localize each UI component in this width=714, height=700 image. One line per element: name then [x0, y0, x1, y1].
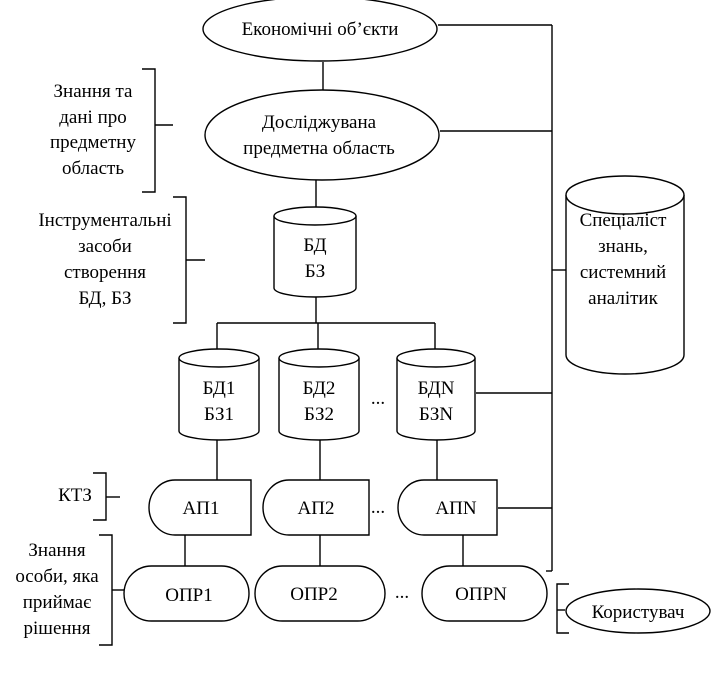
label-domain-knowledge-line4: область [62, 158, 124, 179]
ap2-label: АП2 [298, 498, 335, 519]
label-tools-line1: Інструментальні [38, 210, 171, 231]
apn-label: АПN [435, 498, 476, 519]
bracket-ktz [93, 472, 120, 521]
label-decision-maker-line4: рішення [24, 618, 91, 639]
opr1-block: ОПР1 [123, 565, 250, 622]
label-tools-line4: БД, БЗ [78, 288, 131, 309]
database-main: БД БЗ [273, 206, 357, 298]
apn-block: АПN [397, 479, 498, 536]
database-2-label-line2: БЗ2 [304, 404, 334, 425]
bracket-domain-knowledge [142, 68, 173, 193]
specialist-label-line3: системний [580, 262, 666, 283]
oprn-label: ОПРN [455, 584, 507, 605]
specialist-label-line2: знань, [598, 236, 648, 257]
database-n-label-line2: БЗN [419, 404, 453, 425]
database-1-label-line1: БД1 [203, 378, 236, 399]
label-tools: Інструментальні засоби створення БД, БЗ [38, 210, 171, 309]
economic-objects-node: Економічні об’єкти [202, 0, 438, 62]
specialist-label-line1: Спеціаліст [580, 210, 668, 231]
label-decision-maker-line1: Знання [28, 540, 85, 561]
opr2-label: ОПР2 [290, 584, 338, 605]
ellipsis-databases: ... [371, 388, 385, 409]
label-domain-knowledge: Знання та дані про предметну область [50, 81, 136, 179]
economic-objects-label: Економічні об’єкти [242, 19, 399, 40]
ap1-block: АП1 [148, 479, 252, 536]
specialist-node: Спеціаліст знань, системний аналітик [565, 175, 685, 375]
studied-domain-node: Досліджувана предметна область [204, 89, 440, 181]
label-ktz: КТЗ [58, 485, 92, 506]
label-domain-knowledge-line1: Знання та [54, 81, 133, 102]
database-main-label-line2: БЗ [305, 261, 325, 282]
label-domain-knowledge-line2: дані про [59, 107, 126, 128]
database-2: БД2 БЗ2 [278, 348, 360, 441]
database-2-label-line1: БД2 [303, 378, 336, 399]
user-node: Користувач [565, 588, 711, 634]
database-n: БДN БЗN [396, 348, 476, 441]
bracket-decision-maker [99, 534, 126, 646]
label-decision-maker: Знання особи, яка приймає рішення [15, 540, 99, 639]
database-1-label-line2: БЗ1 [204, 404, 234, 425]
label-tools-line3: створення [64, 262, 146, 283]
studied-domain-label-line2: предметна область [243, 138, 395, 159]
ap2-block: АП2 [262, 479, 370, 536]
label-tools-line2: засоби [78, 236, 132, 257]
studied-domain-label-line1: Досліджувана [262, 112, 377, 133]
ellipsis-ap: ... [371, 497, 385, 518]
ap1-label: АП1 [183, 498, 220, 519]
label-decision-maker-line2: особи, яка [15, 566, 99, 587]
oprn-block: ОПРN [421, 565, 548, 622]
opr2-block: ОПР2 [254, 565, 386, 622]
database-main-label-line1: БД [303, 235, 326, 256]
specialist-label-line4: аналітик [588, 288, 658, 309]
label-decision-maker-line3: приймає [23, 592, 92, 613]
database-n-label-line1: БДN [418, 378, 455, 399]
database-1: БД1 БЗ1 [178, 348, 260, 441]
connector-lines [184, 24, 569, 634]
bracket-tools [173, 196, 205, 324]
label-domain-knowledge-line3: предметну [50, 132, 136, 153]
user-label: Користувач [592, 602, 685, 623]
ellipsis-opr: ... [395, 582, 409, 603]
opr1-label: ОПР1 [165, 585, 213, 606]
